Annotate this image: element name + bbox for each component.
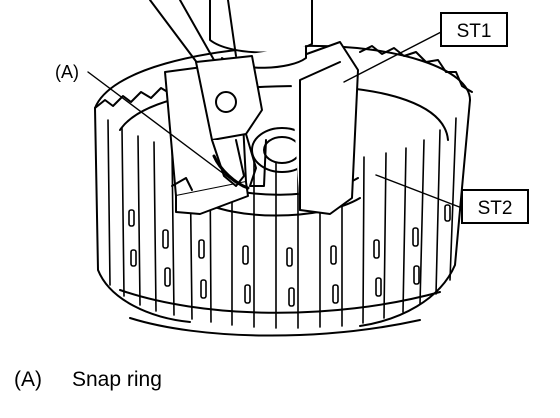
st1-callout: ST1 [440,12,508,47]
legend-text: Snap ring [72,368,162,391]
spline-slots [128,204,451,307]
st2-callout: ST2 [461,189,529,224]
legend-key: (A) [14,368,42,391]
st2-label: ST2 [478,198,513,219]
legend: (A) Snap ring [14,368,162,392]
drum-splines [107,117,457,329]
snap-ring-pliers [149,0,267,187]
a-label: (A) [55,62,79,82]
st1-press [209,0,313,69]
clutch-drum [94,44,473,337]
leader-lines [87,29,463,209]
st1-label: ST1 [457,21,492,42]
snap-ring [212,154,250,190]
